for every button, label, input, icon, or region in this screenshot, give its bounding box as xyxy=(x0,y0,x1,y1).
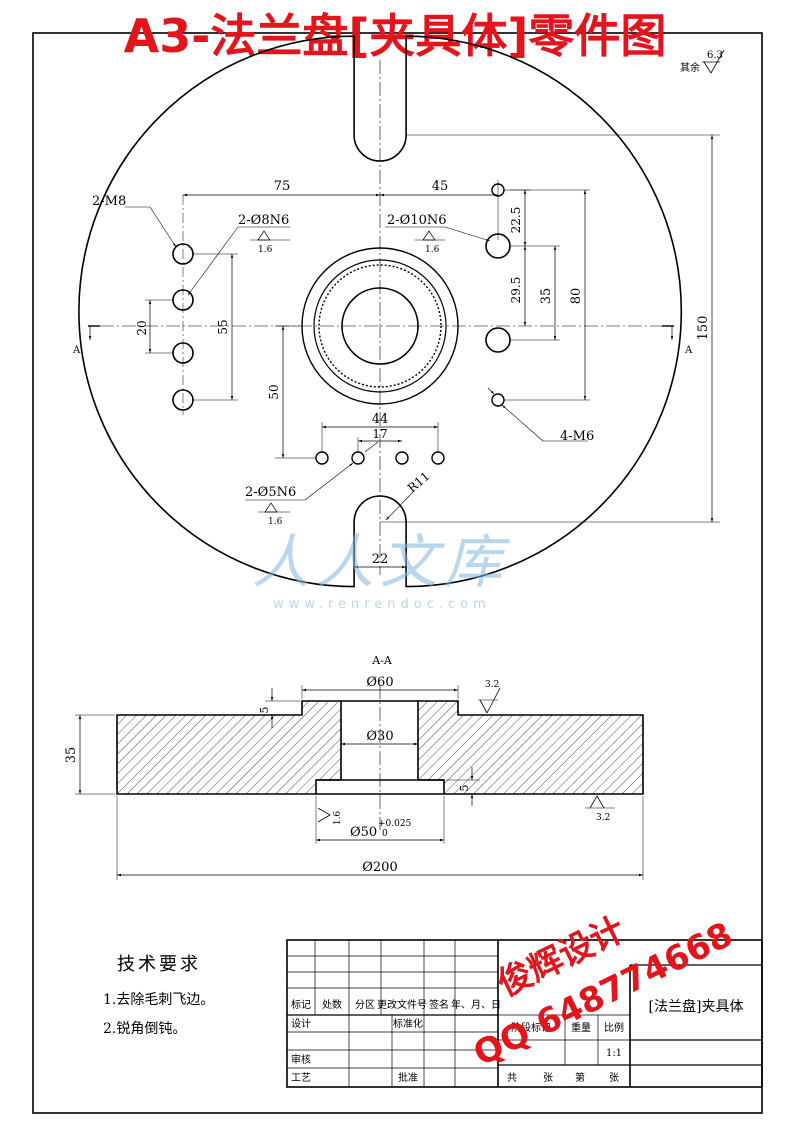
svg-text:45: 45 xyxy=(432,179,449,194)
tech-title: 技术要求 xyxy=(117,954,201,975)
svg-text:44: 44 xyxy=(372,412,389,427)
svg-text:75: 75 xyxy=(274,179,291,194)
watermark-logo: 人人文库 xyxy=(252,528,510,596)
svg-text:5: 5 xyxy=(458,785,471,792)
svg-text:6.3: 6.3 xyxy=(707,50,723,61)
svg-text:其余: 其余 xyxy=(680,61,700,74)
svg-text:2-Ø10N6: 2-Ø10N6 xyxy=(387,213,447,228)
hole-10n6-bottom xyxy=(485,327,511,353)
svg-text:R11: R11 xyxy=(405,469,433,495)
tech-requirements: 技术要求 1.去除毛刺飞边。 2.锐角倒钝。 xyxy=(103,954,214,1037)
svg-text:35: 35 xyxy=(539,288,554,305)
section-view: A-A Ø60 Ø30 Ø50 +0.025 0 Ø200 35 xyxy=(64,654,644,880)
part-name: [法兰盘]夹具体 xyxy=(649,998,744,1015)
title-block-text: 标记 处数 分区 更改文件号 签名 年、月、日 设计 标准化 审核 工艺 批准 … xyxy=(291,998,743,1084)
svg-text:2-Ø5N6: 2-Ø5N6 xyxy=(245,485,296,500)
svg-text:4-M6: 4-M6 xyxy=(560,429,594,444)
designer-stamp: 俊辉设计 QQ 648774668 xyxy=(467,909,739,1074)
svg-text:1.6: 1.6 xyxy=(333,811,343,826)
hole-5n6-left xyxy=(351,451,365,465)
svg-text:80: 80 xyxy=(569,288,584,305)
watermark-url: www.renrendoc.com xyxy=(273,597,491,612)
svg-text:29.5: 29.5 xyxy=(509,277,523,304)
svg-text:22.5: 22.5 xyxy=(509,207,523,234)
svg-text:2-M8: 2-M8 xyxy=(92,194,126,209)
svg-text:55: 55 xyxy=(216,319,230,334)
svg-text:22: 22 xyxy=(372,552,389,567)
svg-text:Ø200: Ø200 xyxy=(362,860,397,875)
svg-text:50: 50 xyxy=(267,384,281,399)
svg-text:+0.025: +0.025 xyxy=(378,819,412,829)
svg-text:1.6: 1.6 xyxy=(425,245,440,255)
svg-text:设计: 设计 xyxy=(291,1017,311,1030)
svg-text:1.6: 1.6 xyxy=(258,245,273,255)
svg-text:第: 第 xyxy=(575,1071,585,1084)
svg-text:3.2: 3.2 xyxy=(485,680,499,690)
hole-m6-bottom xyxy=(491,393,505,407)
svg-text:1.6: 1.6 xyxy=(268,517,283,527)
svg-text:批准: 批准 xyxy=(398,1071,418,1084)
svg-text:年、月、日: 年、月、日 xyxy=(451,998,501,1011)
hub-bore xyxy=(341,287,419,365)
page-title: A3-法兰盘[夹具体]零件图 xyxy=(124,9,667,63)
svg-text:更改文件号: 更改文件号 xyxy=(377,998,427,1011)
hub-counterbore xyxy=(313,259,447,393)
svg-text:张: 张 xyxy=(609,1072,619,1084)
title-block xyxy=(286,939,763,1088)
flange-outline xyxy=(78,35,683,588)
tech-item-1: 1.去除毛刺飞边。 xyxy=(103,992,214,1008)
scale-value: 1:1 xyxy=(606,1048,622,1059)
hole-m6-right xyxy=(431,451,445,465)
svg-text:重量: 重量 xyxy=(571,1021,591,1034)
hole-5n6-right xyxy=(395,451,409,465)
svg-text:3.2: 3.2 xyxy=(596,813,610,823)
svg-text:2-Ø8N6: 2-Ø8N6 xyxy=(238,213,289,228)
svg-text:标准化: 标准化 xyxy=(393,1017,423,1030)
svg-text:0: 0 xyxy=(382,829,388,839)
tech-item-2: 2.锐角倒钝。 xyxy=(103,1021,186,1037)
svg-text:Ø50: Ø50 xyxy=(350,825,377,840)
roughness-rest: 其余 6.3 xyxy=(680,49,725,74)
svg-text:审核: 审核 xyxy=(291,1053,311,1066)
plan-view: 75 45 22.5 29.5 35 80 150 20 55 50 xyxy=(72,35,720,588)
svg-text:分区: 分区 xyxy=(355,999,375,1011)
svg-text:标记: 标记 xyxy=(291,999,311,1011)
svg-text:比例: 比例 xyxy=(604,1021,624,1034)
svg-text:共: 共 xyxy=(507,1072,517,1084)
svg-text:Ø60: Ø60 xyxy=(366,675,393,690)
hole-m6-left xyxy=(315,451,329,465)
svg-text:A: A xyxy=(684,345,693,356)
watermark: 人人文库 www.renrendoc.com xyxy=(252,528,510,612)
svg-text:150: 150 xyxy=(696,316,711,341)
svg-text:处数: 处数 xyxy=(322,998,342,1011)
svg-text:5: 5 xyxy=(258,707,271,714)
section-title: A-A xyxy=(371,654,393,667)
svg-text:阶段标记: 阶段标记 xyxy=(511,1021,551,1034)
svg-text:A: A xyxy=(72,345,81,356)
svg-text:张: 张 xyxy=(543,1072,553,1084)
svg-text:Ø30: Ø30 xyxy=(366,729,393,744)
svg-text:工艺: 工艺 xyxy=(291,1072,311,1084)
hub-outer-ring xyxy=(301,247,459,405)
svg-text:签名: 签名 xyxy=(429,998,449,1011)
svg-text:17: 17 xyxy=(372,427,387,441)
sheet-border xyxy=(32,32,763,1114)
svg-text:35: 35 xyxy=(64,747,79,764)
section-left-hatch xyxy=(116,700,342,795)
svg-text:20: 20 xyxy=(135,320,149,335)
